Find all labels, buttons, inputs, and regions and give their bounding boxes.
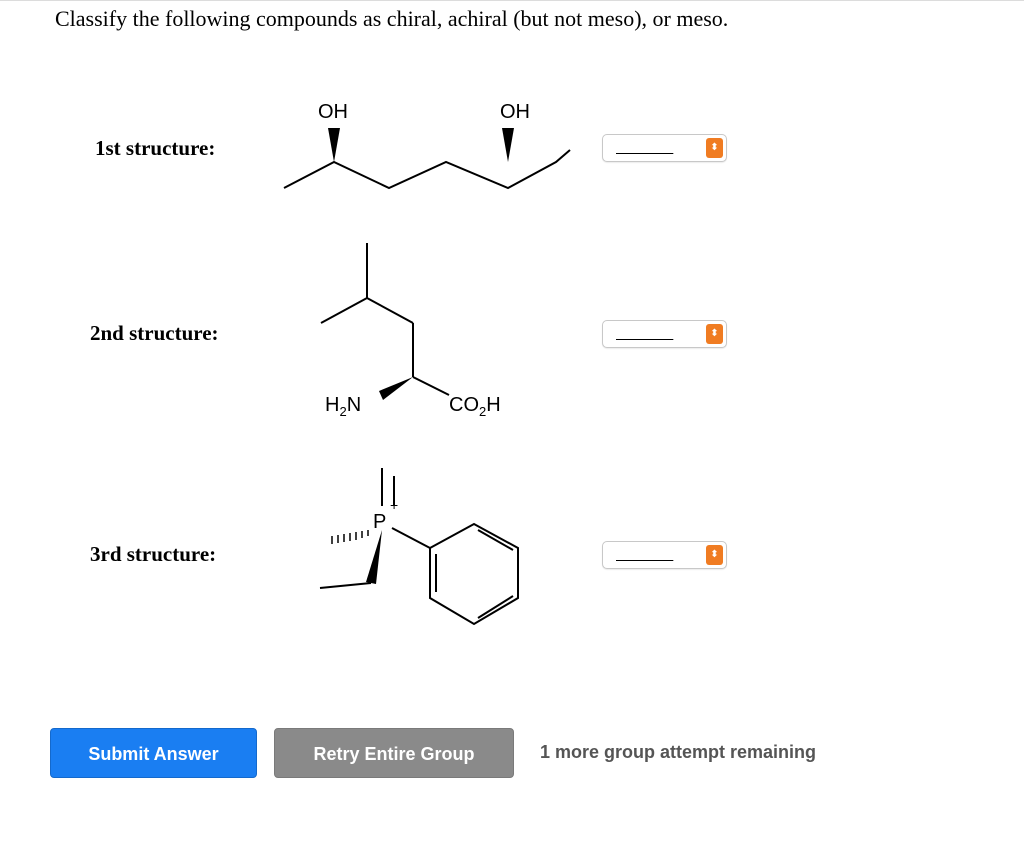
structure-2-selected-value: ________ [616, 325, 673, 341]
structure-1-selected-value: ________ [616, 139, 673, 155]
question-prompt: Classify the following compounds as chir… [55, 6, 729, 31]
oh-right-label: OH [500, 101, 530, 123]
structure-3-select[interactable]: ________ ⬍ [602, 541, 727, 569]
structure-3-selected-value: ________ [616, 546, 673, 562]
structure-2-diagram: H2N CO2H [320, 243, 501, 419]
carbon-chain-bonds [283, 149, 571, 190]
structure-2-select[interactable]: ________ ⬍ [602, 320, 727, 348]
structure-1-label: 1st structure: [95, 136, 216, 160]
wedge-bond-left [328, 128, 340, 162]
phosphorus-label: P [373, 511, 386, 533]
select-arrows-icon: ⬍ [706, 324, 723, 344]
select-arrows-icon: ⬍ [706, 138, 723, 158]
structure-1-select[interactable]: ________ ⬍ [602, 134, 727, 162]
retry-entire-group-button[interactable]: Retry Entire Group [274, 728, 514, 778]
select-arrows-icon: ⬍ [706, 545, 723, 565]
structure-2-label: 2nd structure: [90, 321, 219, 345]
wedge-bond-ethyl [366, 530, 382, 584]
submit-answer-button[interactable]: Submit Answer [50, 728, 257, 778]
benzene-ring [429, 522, 519, 626]
wedge-bond-right [502, 128, 514, 162]
amine-label: H2N [325, 394, 361, 419]
phosphonium-charge: + [390, 497, 398, 513]
attempts-remaining-text: 1 more group attempt remaining [540, 742, 817, 762]
wedge-bond-amine [379, 377, 413, 400]
structure-3-label: 3rd structure: [90, 542, 217, 566]
hash-bond [331, 530, 369, 544]
structure-1-diagram: OH OH [283, 101, 571, 190]
top-divider [0, 0, 1024, 1]
carboxyl-label: CO2H [449, 394, 501, 419]
oh-left-label: OH [318, 101, 348, 123]
structure-3-diagram: P + [319, 468, 519, 626]
